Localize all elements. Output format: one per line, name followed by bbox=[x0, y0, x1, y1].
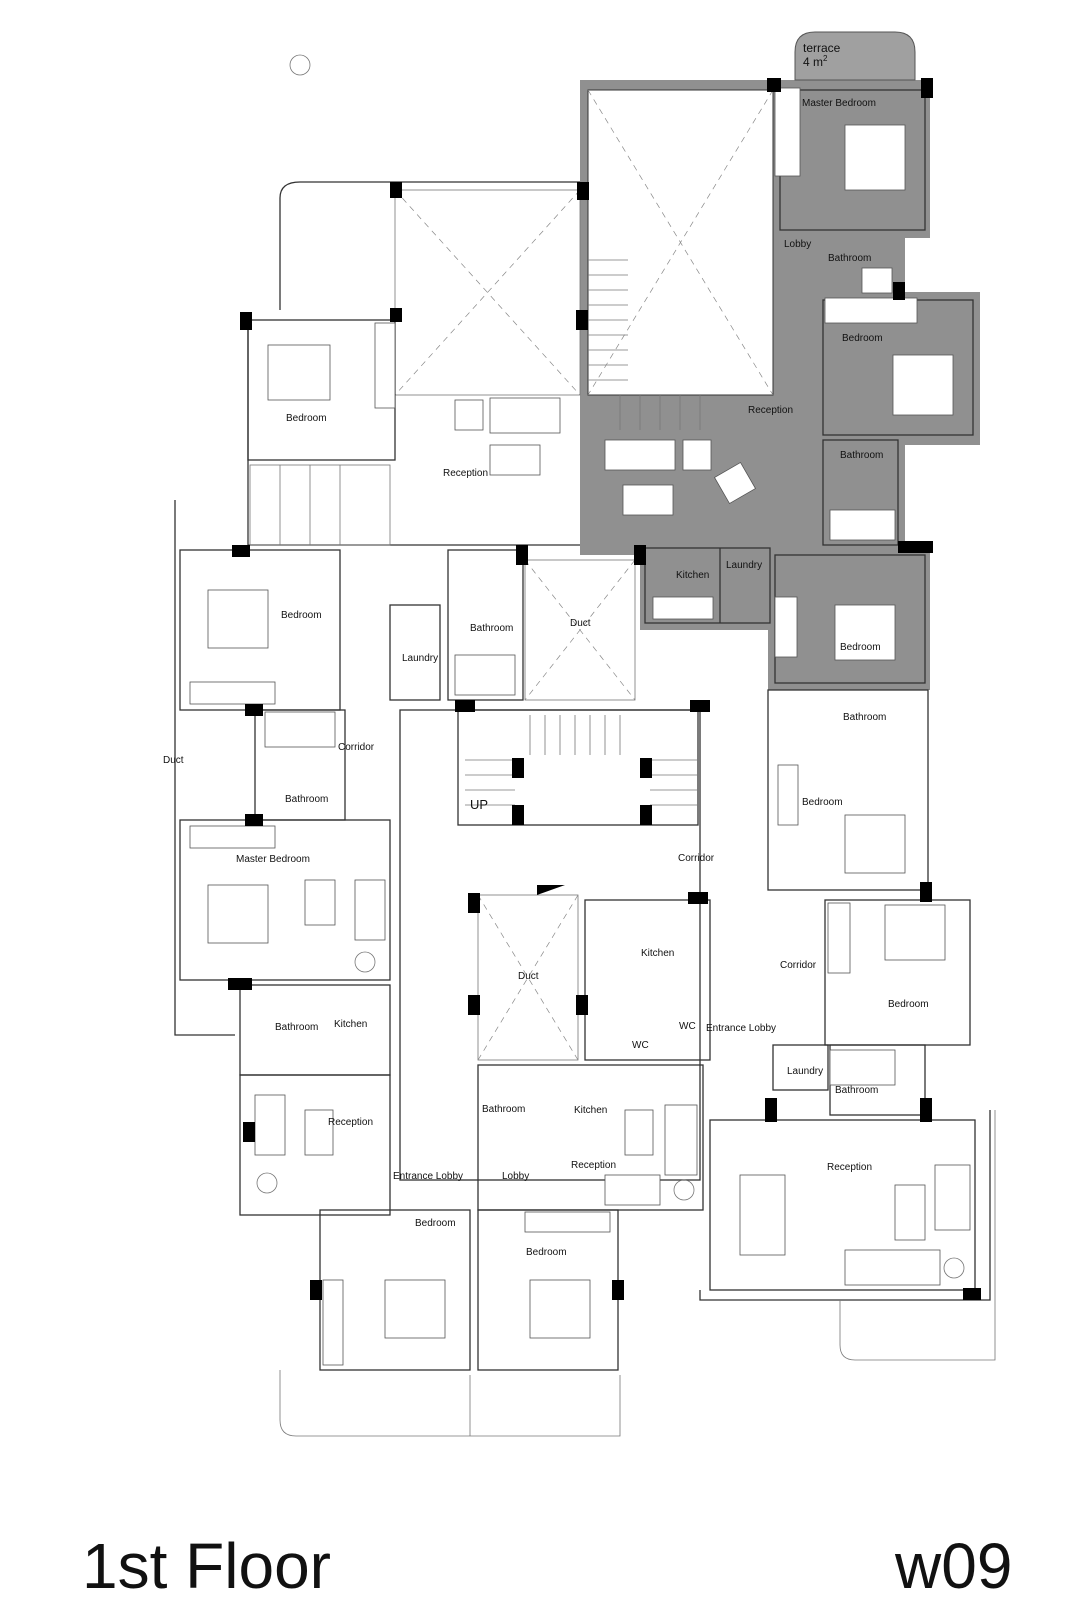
room-bedroom-bottom-center: Bedroom bbox=[526, 1247, 567, 1258]
terrace-area-label: 4 m2 bbox=[803, 54, 828, 69]
room-kitchen-lower-left: Kitchen bbox=[334, 1019, 367, 1030]
room-master-bedroom-left: Master Bedroom bbox=[236, 854, 310, 865]
room-corridor-left: Corridor bbox=[338, 742, 375, 753]
room-laundry-right: Laundry bbox=[787, 1066, 823, 1077]
room-bathroom-left: Bathroom bbox=[285, 794, 328, 805]
room-laundry-top: Laundry bbox=[726, 560, 762, 571]
room-reception-lower-center: Reception bbox=[571, 1160, 616, 1171]
room-laundry-left: Laundry bbox=[402, 653, 438, 664]
room-bathroom-lower-left: Bathroom bbox=[275, 1022, 318, 1033]
room-duct-left: Duct bbox=[163, 755, 184, 766]
room-bathroom-lower-center: Bathroom bbox=[482, 1104, 525, 1115]
room-bedroom-right-3: Bedroom bbox=[840, 642, 881, 653]
stair-up-label: UP bbox=[470, 797, 488, 812]
room-bedroom-right-4: Bedroom bbox=[802, 797, 843, 808]
room-corridor-right: Corridor bbox=[780, 960, 817, 971]
highlighted-apartment bbox=[580, 31, 980, 690]
room-bathroom-top: Bathroom bbox=[828, 253, 871, 264]
room-bathroom-right-4: Bathroom bbox=[843, 712, 886, 723]
room-lobby-top: Lobby bbox=[784, 239, 811, 250]
room-wc-2: WC bbox=[632, 1040, 649, 1051]
room-reception-lower-right: Reception bbox=[827, 1162, 872, 1173]
unit-code: w09 bbox=[894, 1530, 1012, 1600]
room-master-bedroom-top: Master Bedroom bbox=[802, 98, 876, 109]
room-bedroom-left-1: Bedroom bbox=[286, 413, 327, 424]
building-walls bbox=[174, 181, 996, 1437]
room-kitchen-lower-center: Kitchen bbox=[574, 1105, 607, 1116]
floor-title: 1st Floor bbox=[82, 1530, 331, 1600]
room-labels: terrace 4 m2 Master Bedroom Lobby Bathro… bbox=[163, 41, 929, 1258]
room-kitchen-top: Kitchen bbox=[676, 570, 709, 581]
room-corridor-center: Corridor bbox=[678, 853, 715, 864]
furniture bbox=[207, 54, 971, 1339]
room-reception-lower-left: Reception bbox=[328, 1117, 373, 1128]
room-reception-left-1: Reception bbox=[443, 468, 488, 479]
room-lobby-lower: Lobby bbox=[502, 1171, 529, 1182]
room-bathroom-right-5: Bathroom bbox=[835, 1085, 878, 1096]
room-bedroom-bottom-left: Bedroom bbox=[415, 1218, 456, 1229]
room-entrance-lobby-right: Entrance Lobby bbox=[706, 1023, 776, 1034]
room-duct-center: Duct bbox=[518, 971, 539, 982]
wardrobes bbox=[189, 322, 851, 1366]
terrace-label: terrace bbox=[803, 41, 841, 55]
room-bathroom-right-2: Bathroom bbox=[840, 450, 883, 461]
room-wc-1: WC bbox=[679, 1021, 696, 1032]
room-entrance-lobby-left: Entrance Lobby bbox=[393, 1171, 463, 1182]
room-bathroom-center: Bathroom bbox=[470, 623, 513, 634]
room-duct-center-top: Duct bbox=[570, 618, 591, 629]
room-bedroom-right-5: Bedroom bbox=[888, 999, 929, 1010]
room-bedroom-left-2: Bedroom bbox=[281, 610, 322, 621]
terrace-area-superscript: 2 bbox=[823, 54, 828, 63]
room-bedroom-top-right: Bedroom bbox=[842, 333, 883, 344]
room-reception-top-right: Reception bbox=[748, 405, 793, 416]
structural-columns bbox=[228, 78, 981, 1300]
terrace-area-value: 4 m bbox=[803, 55, 823, 69]
room-kitchen-center: Kitchen bbox=[641, 948, 674, 959]
